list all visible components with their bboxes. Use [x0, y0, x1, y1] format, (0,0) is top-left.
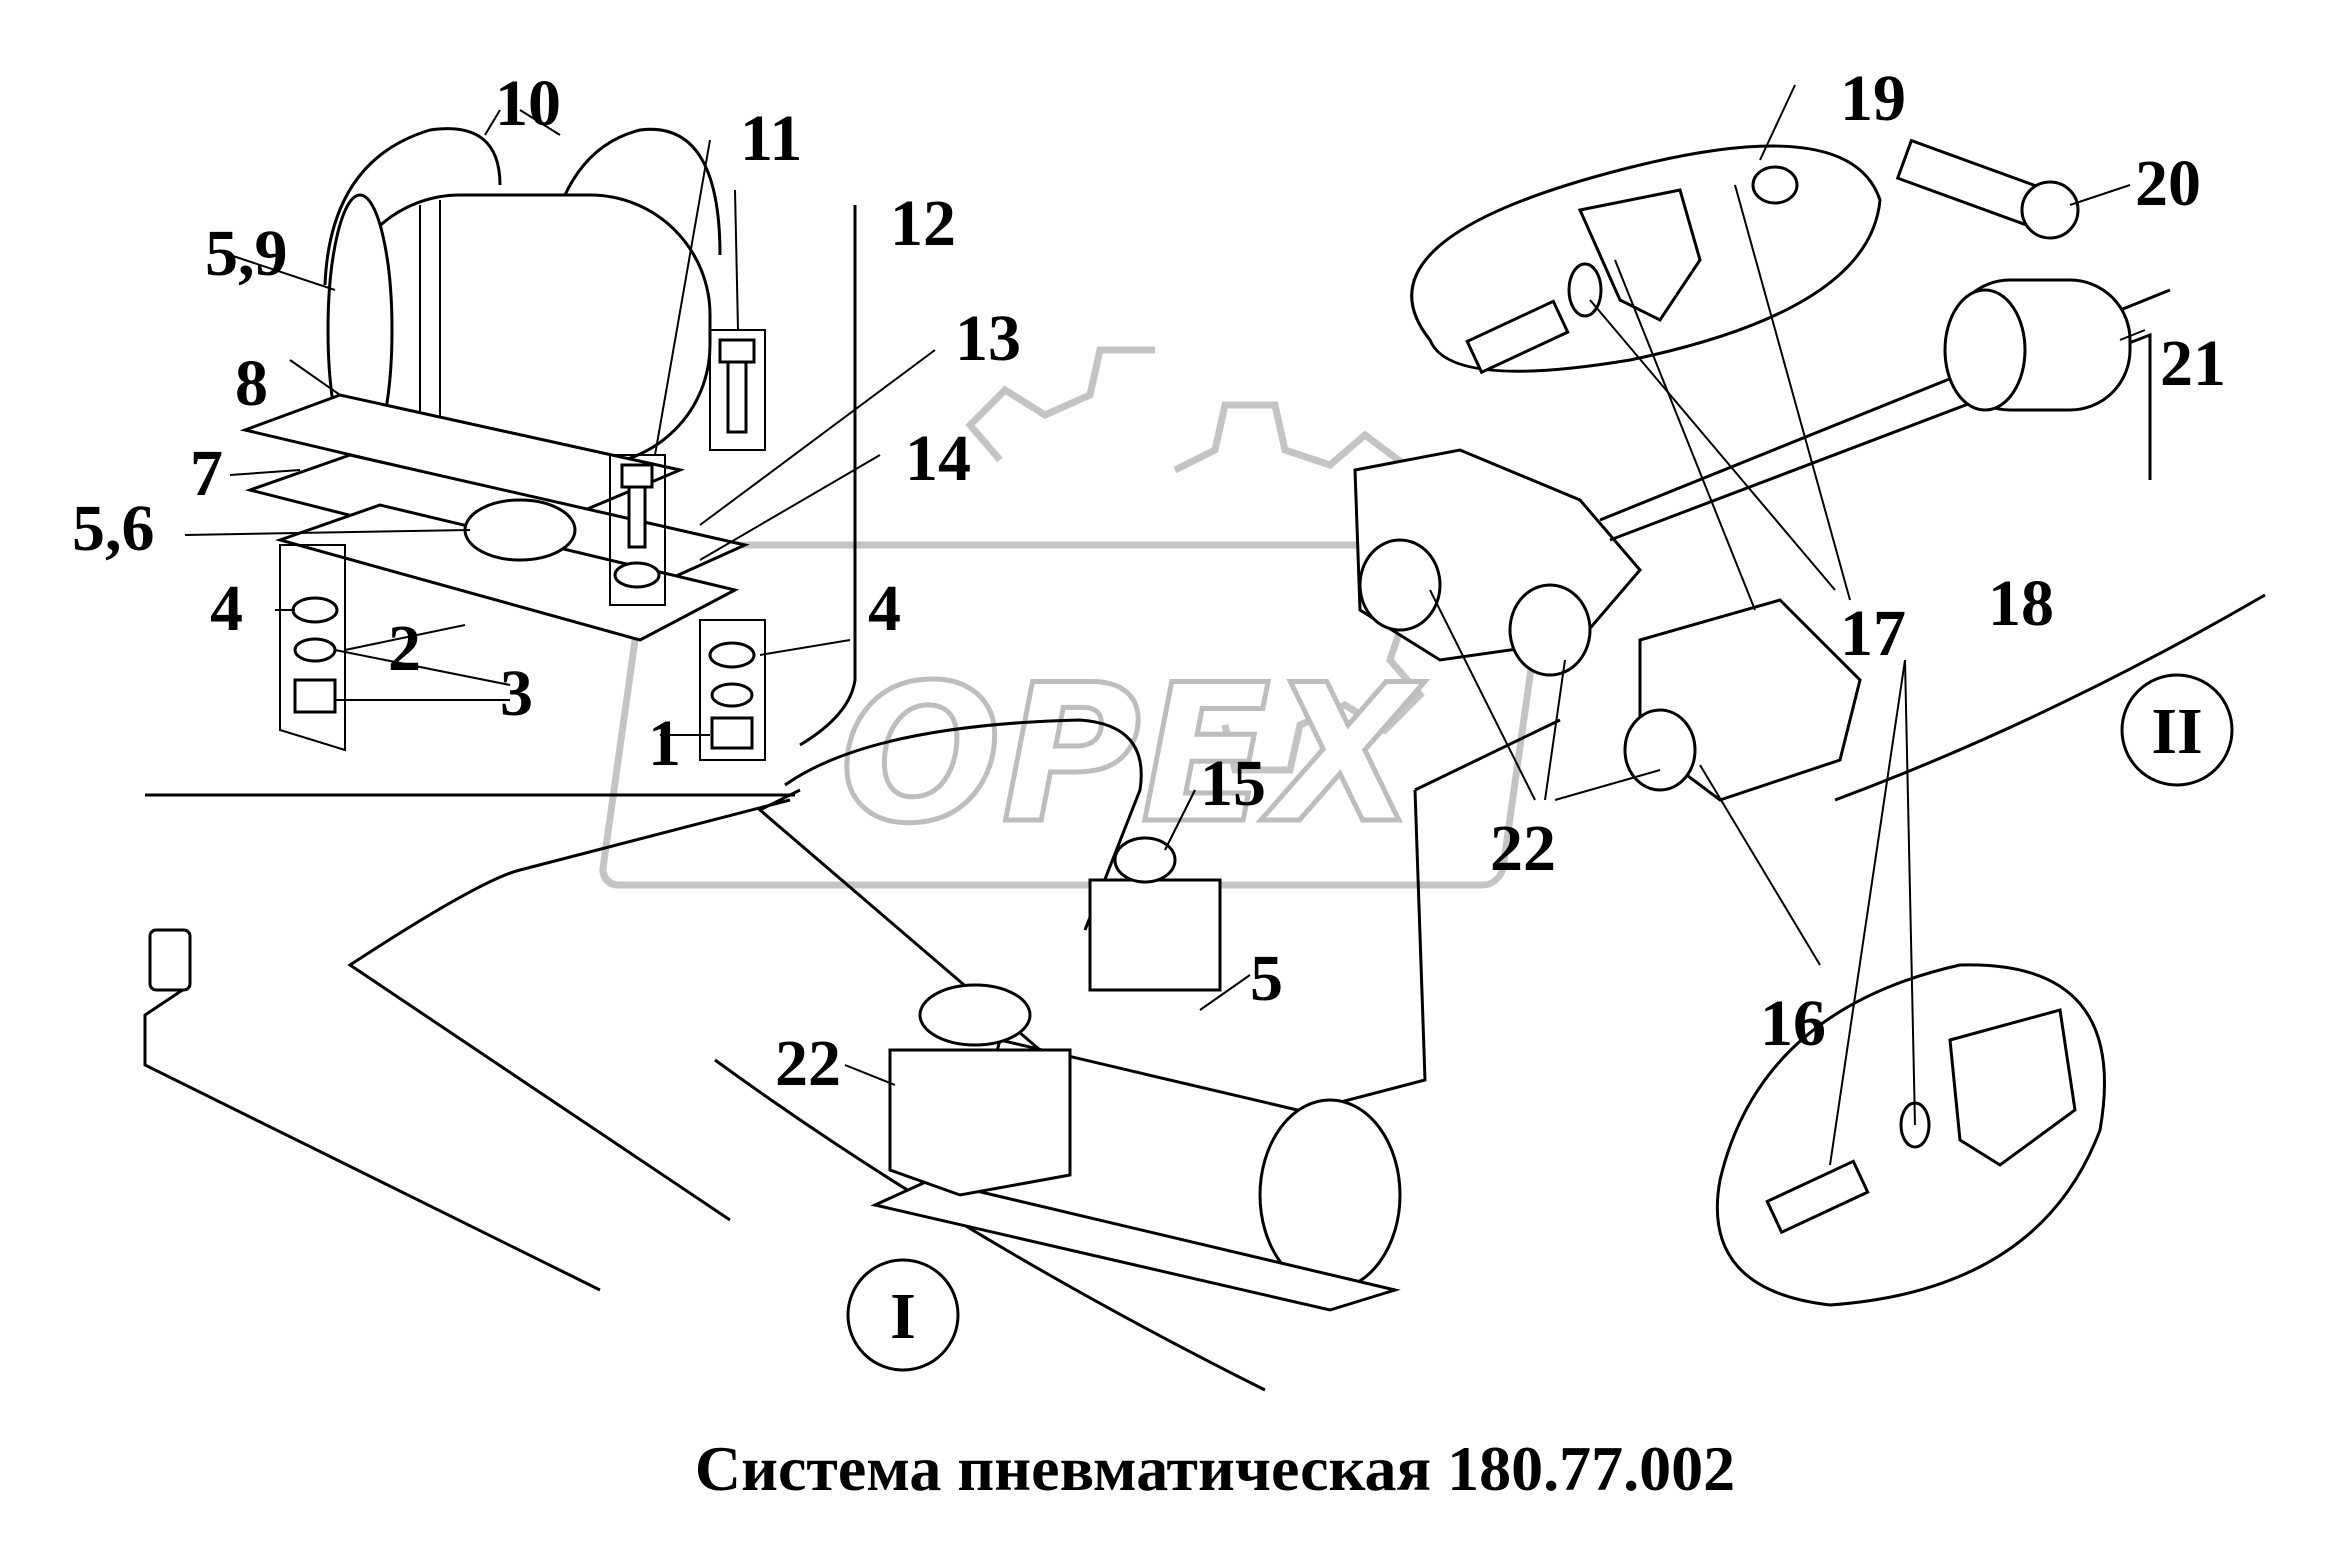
diagram-caption: Система пневматическая 180.77.002 [695, 1433, 1735, 1504]
label-15: 15 [1200, 747, 1266, 820]
label-7: 7 [190, 437, 223, 510]
label-14: 14 [905, 422, 971, 495]
label-21: 21 [2160, 327, 2226, 400]
label-17: 17 [1840, 597, 1906, 670]
view-marker-1-label: I [890, 1280, 916, 1353]
section-lines [145, 205, 2266, 1392]
label-18: 18 [1988, 567, 2054, 640]
label-5-6: 5,6 [72, 492, 155, 565]
label-11: 11 [740, 102, 802, 175]
label-22-left: 22 [775, 1027, 841, 1100]
label-10: 10 [495, 67, 561, 140]
label-16: 16 [1760, 987, 1826, 1060]
leader-lines [184, 84, 2146, 1166]
label-8: 8 [235, 347, 268, 420]
label-20: 20 [2135, 147, 2201, 220]
watermark-text: OPEX [840, 644, 1426, 865]
label-22-right: 22 [1490, 812, 1556, 885]
label-5-9: 5,9 [205, 217, 288, 290]
label-13: 13 [955, 302, 1021, 375]
label-5: 5 [1250, 942, 1283, 1015]
part-labels: 1 2 3 4 4 5 5,6 5,9 7 8 10 11 12 13 14 1… [72, 62, 2226, 1100]
label-1: 1 [648, 707, 681, 780]
watermark: OPEX [599, 346, 1550, 889]
label-4-right: 4 [868, 572, 901, 645]
compressor-assembly [1353, 138, 2171, 1307]
main-receiver-assembly [143, 718, 1561, 1312]
view-markers: I II [846, 673, 2234, 1372]
view-marker-2-circle [2120, 673, 2234, 787]
label-19: 19 [1840, 62, 1906, 135]
receiver-assembly-detail [239, 127, 766, 761]
label-3: 3 [500, 657, 533, 730]
label-4-left: 4 [210, 572, 243, 645]
label-12: 12 [890, 187, 956, 260]
view-marker-1-circle [846, 1258, 960, 1372]
view-marker-2-label: II [2151, 695, 2202, 768]
label-2: 2 [388, 612, 421, 685]
